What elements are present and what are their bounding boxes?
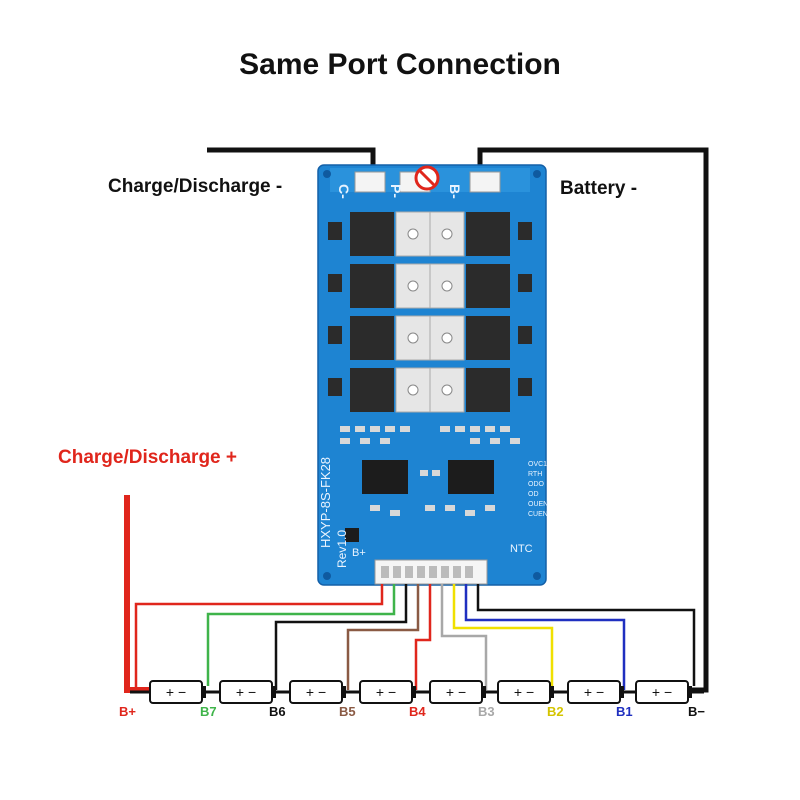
heat-tab — [429, 367, 465, 413]
passive-components-lower — [370, 470, 495, 516]
battery-cell-1: + − — [149, 680, 206, 704]
balance-wire-b3 — [440, 584, 488, 690]
balance-wire-b5 — [346, 584, 420, 690]
balance-wires — [134, 584, 696, 690]
status-label: OVC1 — [528, 461, 547, 468]
small-ic — [345, 528, 359, 542]
terminal-label-b6: B6 — [269, 704, 286, 719]
status-label: OD — [528, 491, 539, 498]
status-label: ODO — [528, 481, 545, 488]
mounting-hole — [533, 170, 541, 178]
protection-ic-left — [362, 460, 408, 494]
terminal-label-b-minus: B− — [688, 704, 705, 719]
mosfet — [466, 264, 510, 308]
port-c-minus-text: C- — [336, 184, 352, 199]
wire-charge-discharge-plus — [124, 495, 150, 693]
battery-cell-5: + − — [429, 680, 486, 704]
terminal-labels: B+ B7 B6 B5 B4 B3 B2 B1 B− — [119, 704, 705, 719]
port-p-minus-text: P- — [388, 184, 404, 198]
port-b-minus-block — [469, 171, 501, 193]
battery-cell-8: + − — [635, 680, 692, 704]
balance-wire-b-plus — [134, 584, 384, 690]
bms-board: C- P- B- — [317, 164, 548, 586]
battery-cell-3: + − — [289, 680, 346, 704]
mounting-hole — [533, 572, 541, 580]
terminal-label-b-plus: B+ — [119, 704, 136, 719]
balance-wire-b2 — [452, 584, 554, 690]
side-transistors — [328, 222, 532, 396]
mosfet — [466, 368, 510, 412]
balance-wire-b7 — [206, 584, 396, 686]
battery-cells: + − + − + − + − + − + − + − + − — [149, 680, 692, 704]
diagram-title: Same Port Connection — [239, 48, 561, 81]
cell-polarity: + − — [514, 684, 534, 700]
balance-wire-b-minus — [476, 584, 696, 686]
balance-wire-b6 — [274, 584, 408, 690]
status-silk-labels: OVC1 RTH ODO OD OUEN CUEN — [528, 461, 548, 518]
ntc-silk-text: NTC — [510, 543, 533, 555]
port-c-minus-block — [354, 171, 386, 193]
wire-battery-minus — [477, 147, 709, 693]
balance-wire-b1 — [464, 584, 626, 690]
mosfet — [466, 316, 510, 360]
battery-cell-2: + − — [219, 680, 276, 704]
cell-polarity: + − — [236, 684, 256, 700]
terminal-label-b5: B5 — [339, 704, 356, 719]
terminal-label-b4: B4 — [409, 704, 426, 719]
port-b-minus-text: B- — [447, 184, 463, 199]
passive-components — [340, 426, 520, 444]
label-charge-discharge-plus: Charge/Discharge + — [58, 447, 237, 468]
terminal-label-b1: B1 — [616, 704, 633, 719]
label-charge-discharge-minus: Charge/Discharge - — [108, 176, 283, 197]
b-plus-silk-text: B+ — [352, 547, 366, 559]
mosfet — [350, 316, 394, 360]
mosfet — [350, 368, 394, 412]
heat-tab — [429, 211, 465, 257]
cell-polarity: + − — [376, 684, 396, 700]
cell-polarity: + − — [306, 684, 326, 700]
balance-connector-pins — [381, 566, 473, 578]
battery-cell-7: + − — [567, 680, 624, 704]
terminal-label-b2: B2 — [547, 704, 564, 719]
status-label: CUEN — [528, 511, 548, 518]
prohibited-icon — [414, 165, 440, 191]
mosfet — [466, 212, 510, 256]
mounting-hole — [323, 170, 331, 178]
mosfet — [350, 264, 394, 308]
terminal-label-b7: B7 — [200, 704, 217, 719]
cell-polarity: + − — [446, 684, 466, 700]
mosfet-array — [350, 211, 510, 413]
cell-polarity: + − — [166, 684, 186, 700]
status-label: OUEN — [528, 501, 548, 508]
battery-cell-4: + − — [359, 680, 416, 704]
terminal-label-b3: B3 — [478, 704, 495, 719]
status-label: RTH — [528, 471, 542, 478]
cell-polarity: + − — [652, 684, 672, 700]
board-rev-text: Rev1.0 — [335, 530, 349, 568]
mosfet — [350, 212, 394, 256]
cell-polarity: + − — [584, 684, 604, 700]
label-battery-minus: Battery - — [560, 178, 638, 199]
battery-cell-6: + − — [497, 680, 554, 704]
balance-wire-b4 — [414, 584, 432, 690]
board-model-text: HXYP-8S-FK28 — [318, 457, 333, 548]
protection-ic-right — [448, 460, 494, 494]
mounting-hole — [323, 572, 331, 580]
